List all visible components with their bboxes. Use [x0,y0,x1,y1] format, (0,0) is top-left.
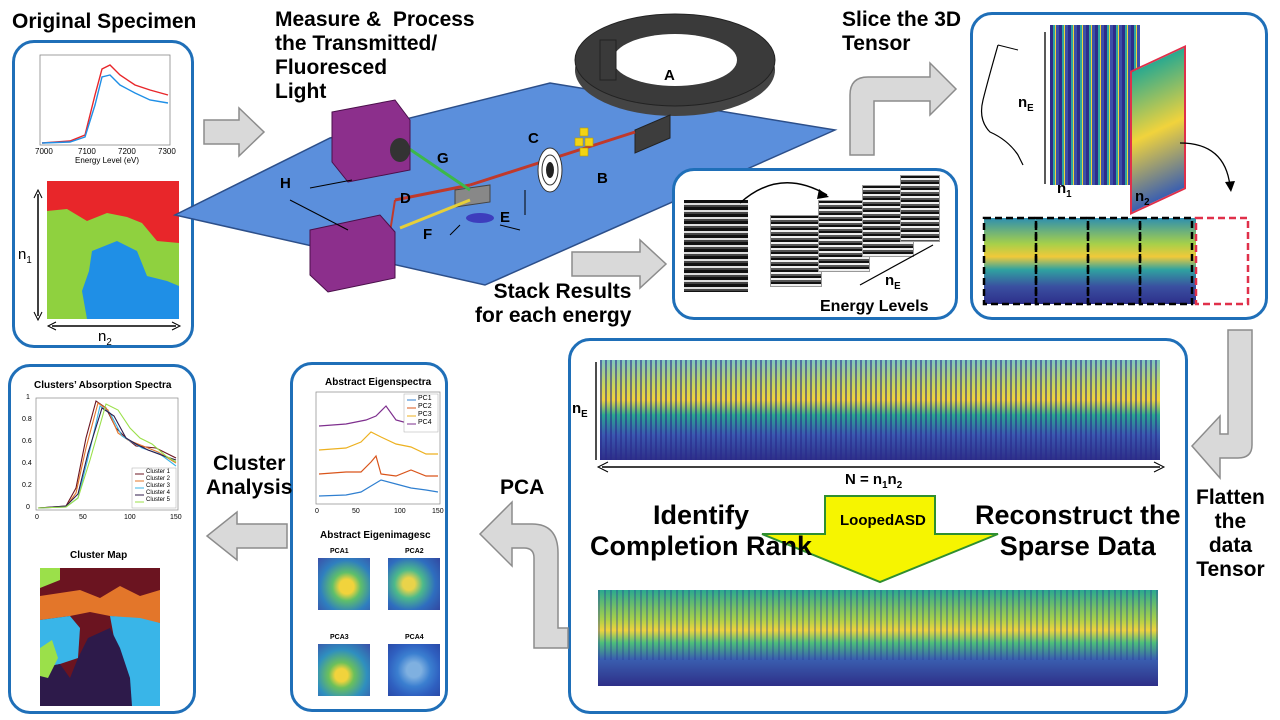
flow-arrow-2 [571,238,668,290]
title-identify: Identify Completion Rank [590,500,813,562]
eigenspectra-xtick-0: 0 [315,508,319,515]
eigenspectra-legend-pc4: PC4 [418,419,432,426]
specimen-xlabel: Energy Level (eV) [75,156,140,165]
flow-arrow-bent-1 [849,61,958,156]
flat-n-label: N = n1n2 [845,471,903,491]
specimen-xtick-2: 7100 [78,147,96,156]
setup-label-f: F [423,226,433,243]
cluster-ytick-04: 0.4 [22,460,32,467]
flow-arrow-1 [203,106,266,158]
n2-arrow [46,321,182,331]
eigenimage-label-2: PCA2 [405,548,424,555]
looped-asd-arrow [761,495,999,584]
flattened-matrix-sparsity [600,360,1160,460]
stack-curved-arrow [739,182,829,204]
tensor-cube [1050,25,1140,185]
eigenspectra-plot [315,391,441,505]
n2-label: n2 [98,328,112,348]
slice-down-arrow [1179,142,1235,192]
reconstructed-matrix-texture [598,590,1158,660]
setup-label-c: C [528,130,539,147]
setup-label-e: E [500,209,511,226]
cluster-map-title: Cluster Map [70,550,128,561]
setup-label-b: B [597,170,608,187]
ne-axis-arrow [859,244,934,286]
cluster-ytick-02: 0.2 [22,482,32,489]
unfolded-slices [984,218,1196,304]
setup-label-g: G [437,150,449,167]
cluster-xtick-100: 100 [124,514,136,521]
eigenspectra-xtick-100: 100 [394,508,406,515]
cluster-ytick-0: 0 [26,504,30,511]
eigenimages-title: Abstract Eigenimagesc [320,530,431,541]
cluster-legend-1: Cluster 1 [146,469,171,475]
reconstructed-matrix [598,590,1158,686]
eigenimage-label-1: PCA1 [330,548,349,555]
flat-ne-arrow [595,362,597,460]
title-measure: Measure & Process the Transmitted/ Fluor… [275,8,475,104]
eigenimage-label-4: PCA4 [405,634,424,641]
cluster-ytick-06: 0.6 [22,438,32,445]
setup-label-h: H [280,175,291,192]
cluster-legend-5: Cluster 5 [146,497,171,503]
beamline-setup [172,13,838,293]
title-pca: PCA [500,476,545,499]
cluster-xtick-50: 50 [79,514,87,521]
cluster-ytick-08: 0.8 [22,416,32,423]
cluster-ytick-1: 1 [26,394,30,401]
single-energy-image [684,200,748,292]
stack-image-1 [770,215,822,287]
specimen-xtick-4: 7300 [158,147,176,156]
title-slice: Slice the 3D Tensor [842,8,962,56]
cluster-map [40,568,160,706]
tensor-n2-label: n2 [1135,188,1150,208]
flow-arrow-left [205,510,288,562]
tensor-ne-label: nE [1018,94,1034,114]
cluster-legend-2: Cluster 2 [146,476,171,482]
eigenimage-4 [388,644,440,696]
eigenimage-1 [318,558,370,610]
eigenspectra-legend-pc3: PC3 [418,411,432,418]
eigenimage-3 [318,644,370,696]
eigenspectra-legend-pc1: PC1 [418,395,432,402]
eigenspectra-xtick-50: 50 [352,508,360,515]
eigenspectra-xtick-150: 150 [432,508,444,515]
setup-label-a: A [664,67,675,84]
clusters-spectra-plot [35,397,179,511]
specimen-xtick-3: 7200 [118,147,136,156]
stack-ne-label: nE [885,272,901,292]
n1-arrow [33,188,43,322]
energy-levels-label: Energy Levels [820,298,929,315]
title-stack: Stack Results for each energy [475,280,632,328]
flat-ne-label: nE [572,400,588,420]
eigenspectra-title: Abstract Eigenspectra [325,377,432,388]
looped-asd-label: LoopedASD [840,512,926,529]
cluster-xtick-150: 150 [170,514,182,521]
specimen-phase-map [47,181,179,319]
setup-label-d: D [400,190,411,207]
title-cluster-analysis: Cluster Analysis [206,452,293,500]
tensor-n1-label: n1 [1057,180,1072,200]
specimen-spectrum-plot [39,54,171,146]
cluster-legend-4: Cluster 4 [146,490,171,496]
unfolded-slice-outlines [982,216,1250,306]
eigenimage-label-3: PCA3 [330,634,349,641]
eigenimage-2 [388,558,440,610]
tensor-ne-arrow [1044,32,1046,184]
eigenspectra-legend-pc2: PC2 [418,403,432,410]
cluster-xtick-0: 0 [35,514,39,521]
title-original-specimen: Original Specimen [12,10,197,33]
slice-spectrum-curve [980,44,1024,166]
n1-label: n1 [18,246,32,266]
cluster-legend-3: Cluster 3 [146,483,171,489]
title-reconstruct: Reconstruct the Sparse Data [975,500,1181,562]
flow-arrow-bent-3 [478,500,569,649]
specimen-xtick-1: 7000 [35,147,53,156]
flow-arrow-bent-2 [1190,329,1253,480]
flat-n-arrow [596,461,1166,473]
title-flatten: Flatten the data Tensor [1196,486,1265,582]
clusters-title: Clusters’ Absorption Spectra [34,380,172,391]
stack-image-4 [900,175,940,242]
